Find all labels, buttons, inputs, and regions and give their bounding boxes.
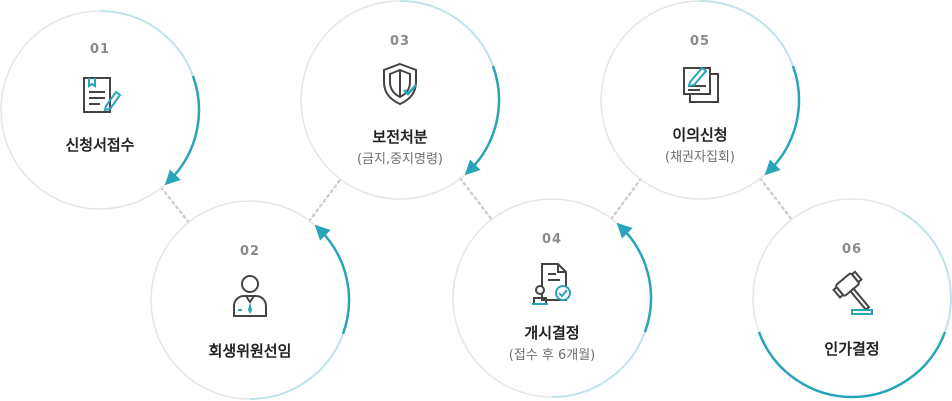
step-title: 회생위원선임 bbox=[208, 342, 292, 360]
step-subtitle: (접수 후 6개월) bbox=[508, 348, 596, 363]
step-number: 05 bbox=[689, 34, 711, 49]
step-03: 03 보전처분 (금지,중지명령) bbox=[300, 0, 500, 200]
shield-check-icon bbox=[383, 62, 417, 106]
connector-line-3 bbox=[459, 177, 493, 221]
connector-lines bbox=[160, 177, 793, 224]
step-number: 04 bbox=[541, 232, 563, 247]
step-title: 신청서접수 bbox=[65, 136, 135, 154]
documents-pen-icon bbox=[683, 66, 719, 103]
connector-line-5 bbox=[759, 177, 793, 221]
step-number: 02 bbox=[239, 244, 261, 259]
step-number: 06 bbox=[841, 242, 863, 257]
step-title: 인가결정 bbox=[824, 340, 880, 358]
step-ring-3 bbox=[300, 0, 501, 200]
step-ring-2 bbox=[150, 200, 351, 400]
arrow-arc bbox=[164, 75, 201, 186]
step-ring-6 bbox=[752, 198, 952, 399]
step-number: 01 bbox=[89, 42, 111, 57]
arrow-arc bbox=[764, 65, 801, 176]
step-ring-4 bbox=[452, 198, 653, 398]
step-02: 02 회생위원선임 bbox=[150, 200, 350, 400]
step-subtitle: (채권자집회) bbox=[665, 150, 735, 165]
step-05: 05 이의신청 (채권자집회) bbox=[600, 0, 800, 200]
step-06: 06 인가결정 bbox=[752, 198, 952, 398]
step-ring-5 bbox=[600, 0, 801, 200]
gavel-icon bbox=[832, 270, 873, 315]
step-title: 이의신청 bbox=[672, 126, 728, 144]
step-title: 개시결정 bbox=[524, 324, 580, 342]
arrow-arc bbox=[616, 222, 653, 333]
step-title: 보전처분 bbox=[372, 128, 428, 146]
document-pen-icon bbox=[83, 77, 122, 113]
step-number: 03 bbox=[389, 34, 411, 49]
step-01: 01 신청서접수 bbox=[0, 10, 200, 210]
arrow-arc bbox=[314, 224, 351, 335]
step-ring-1 bbox=[0, 10, 201, 210]
arrow-arc bbox=[464, 65, 501, 176]
step-subtitle: (금지,중지명령) bbox=[356, 152, 444, 167]
connector-line-2 bbox=[308, 177, 342, 223]
document-stamp-icon bbox=[532, 263, 571, 305]
person-icon bbox=[233, 275, 267, 317]
connector-line-4 bbox=[610, 178, 642, 220]
connector-line-1 bbox=[160, 186, 190, 224]
step-04: 04 개시결정 (접수 후 6개월) bbox=[452, 198, 652, 398]
